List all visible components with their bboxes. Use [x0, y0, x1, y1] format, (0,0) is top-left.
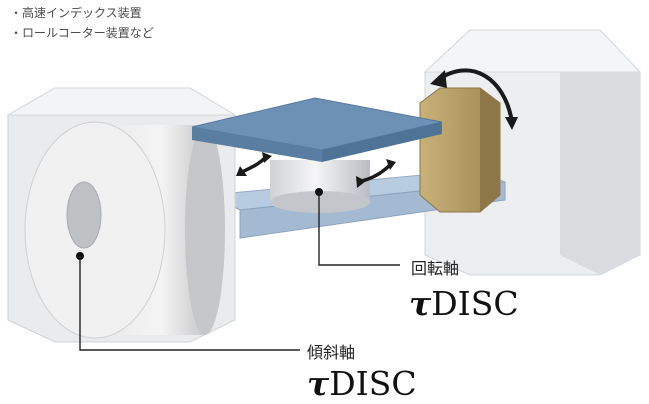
tilt-rotation-arrow — [433, 68, 514, 123]
disc-text: DISC — [431, 284, 519, 323]
feature-item-indexer: ・高速インデックス装置 — [10, 6, 142, 20]
tilt-axis-product-name: τDISC — [307, 364, 417, 403]
tilt-axis-drum — [24, 121, 225, 339]
rotary-table-plate — [191, 97, 443, 162]
feature-item-roll-coater: ・ロールコーター装置など — [10, 26, 154, 40]
tau-symbol: τ — [307, 364, 330, 403]
rotation-axis-cylinder — [270, 160, 370, 213]
rotation-axis-label: 回転軸 — [411, 259, 460, 278]
table-rotation-arrows — [236, 152, 396, 188]
tau-symbol: τ — [409, 284, 432, 323]
rotation-axis-product-name: τDISC — [409, 284, 519, 323]
feature-list: ・高速インデックス装置 ・ロールコーター装置など — [10, 3, 154, 43]
right-flange — [419, 87, 501, 213]
disc-text: DISC — [329, 364, 417, 403]
tilt-axis-label: 傾斜軸 — [307, 343, 356, 362]
leader-lines — [76, 188, 400, 351]
